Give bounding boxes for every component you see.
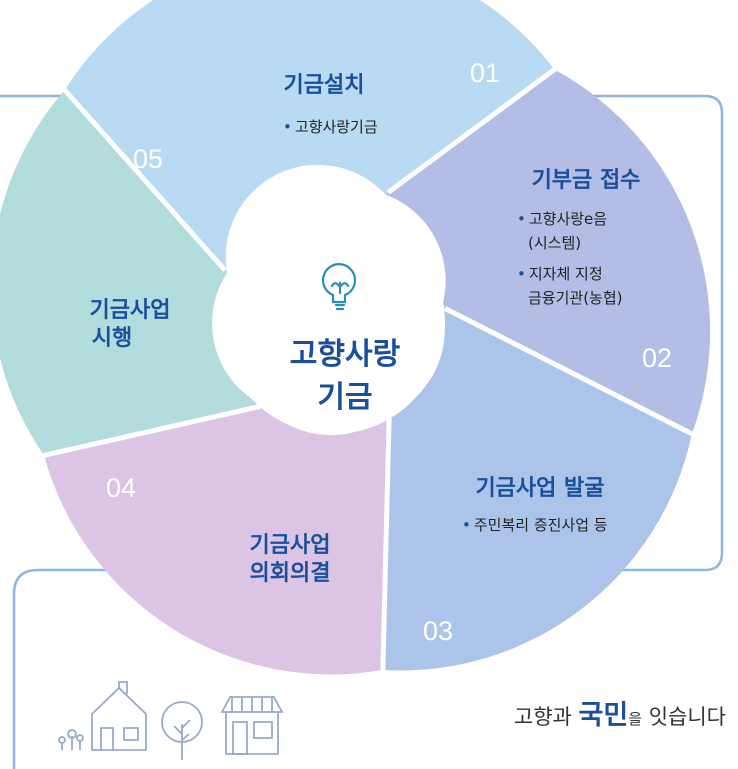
step-03-item-1: •주민복리 증진사업 등 <box>462 516 608 534</box>
slogan-part2: 국민 <box>579 700 629 731</box>
segment-dividers <box>33 61 702 681</box>
segment-05 <box>0 90 264 456</box>
step-03-number: 03 <box>423 616 453 646</box>
step-02-item-1-cont: (시스템) <box>528 234 581 252</box>
segment-01 <box>64 0 555 273</box>
step-02-number: 02 <box>642 343 672 373</box>
center-title-line2: 기금 <box>317 380 372 415</box>
step-05-title-line1: 기금사업 <box>90 298 171 323</box>
center-hub <box>221 210 445 434</box>
step-05-title-line2: 시행 <box>92 326 132 351</box>
step-02-title: 기부금 접수 <box>532 168 641 193</box>
segment-02 <box>385 69 711 434</box>
step-01-title: 기금설치 <box>284 73 365 98</box>
tree-icon <box>161 701 203 760</box>
step-04-title-line1: 기금사업 <box>250 533 331 558</box>
step-03-title: 기금사업 발굴 <box>475 476 604 501</box>
segment-03 <box>382 306 692 671</box>
lightbulb-icon <box>321 263 357 311</box>
slogan-part3: 을 <box>628 710 642 728</box>
step-04-number: 04 <box>106 473 136 503</box>
right-frame-line <box>575 94 724 572</box>
shop-icon <box>220 696 284 755</box>
slogan: 고향과 국민을 잇습니다 <box>514 700 726 731</box>
step-01-item-1: •고향사랑기금 <box>283 118 378 136</box>
step-01-number: 01 <box>470 58 500 88</box>
step-04-title-line2: 의회의결 <box>250 561 331 586</box>
step-02-item-1: •고향사랑e음 <box>517 210 607 228</box>
segment-04 <box>44 405 390 675</box>
slogan-part4: 잇습니다 <box>649 705 726 729</box>
center-title-line1: 고향사랑 <box>290 337 401 372</box>
bottom-frame-line <box>12 568 116 769</box>
step-02-item-2: •지자체 지정 <box>517 265 603 283</box>
step-05-number: 05 <box>133 144 163 174</box>
slogan-part1: 고향과 <box>514 705 572 729</box>
step-02-item-2-cont: 금융기관(농협) <box>528 289 623 307</box>
house-flower-icon <box>58 681 147 751</box>
